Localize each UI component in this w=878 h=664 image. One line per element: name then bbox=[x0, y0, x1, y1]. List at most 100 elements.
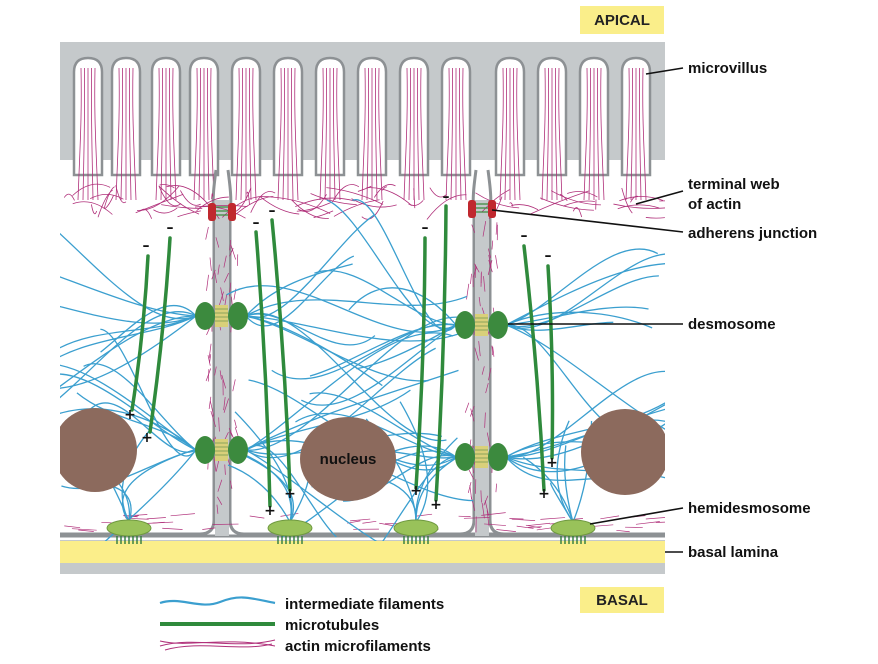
actin-bundle bbox=[332, 67, 336, 201]
actin-bundle bbox=[512, 67, 516, 201]
actin-filament bbox=[90, 193, 124, 200]
actin-filament bbox=[413, 188, 416, 209]
microvilli bbox=[72, 56, 652, 201]
actin-bundle bbox=[155, 67, 160, 201]
actin-bundle bbox=[408, 67, 412, 201]
legend-label-microtubules: microtubules bbox=[285, 617, 379, 634]
actin-bundle bbox=[558, 67, 563, 201]
actin-bundle bbox=[90, 67, 94, 201]
actin-bundle bbox=[282, 67, 286, 201]
actin-bundle bbox=[416, 67, 420, 201]
actin-filament bbox=[509, 202, 514, 207]
apical-tag-bg bbox=[580, 6, 664, 34]
legend-label-actin: actin microfilaments bbox=[285, 638, 431, 655]
actin-bundle bbox=[235, 67, 240, 201]
actin-bundle bbox=[252, 67, 257, 201]
actin-filament bbox=[214, 366, 217, 376]
intermediate-filament bbox=[522, 456, 574, 523]
actin-filament bbox=[210, 400, 215, 417]
microvillus-leader bbox=[645, 67, 684, 75]
basal-lamina bbox=[60, 541, 665, 563]
plus-sign: + bbox=[410, 483, 422, 499]
actin-bundle bbox=[378, 67, 383, 201]
actin-filament bbox=[272, 196, 331, 214]
actin-filament bbox=[78, 529, 94, 532]
terminal-web-label-line1: terminal web bbox=[688, 176, 780, 193]
actin-filament bbox=[63, 193, 75, 201]
actin-filament bbox=[483, 495, 489, 506]
actin-filament bbox=[472, 266, 478, 278]
intermediate-filament bbox=[505, 275, 659, 328]
basal-lamina-label: basal lamina bbox=[688, 544, 779, 561]
actin-filament bbox=[140, 208, 153, 219]
intermediate-filament bbox=[564, 445, 574, 523]
actin-filament bbox=[550, 190, 601, 206]
intermediate-filament bbox=[356, 456, 457, 574]
desmosome-left-lower bbox=[195, 436, 248, 464]
intermediate-filament bbox=[60, 305, 197, 324]
actin-filament bbox=[539, 197, 594, 211]
actin-filament bbox=[202, 527, 216, 530]
actin-filament bbox=[217, 264, 220, 275]
actin-filament bbox=[162, 527, 183, 530]
actin-filament bbox=[105, 195, 114, 209]
adherens-junction-label: adherens junction bbox=[688, 225, 817, 242]
actin-filament bbox=[224, 464, 226, 475]
actin-filament bbox=[232, 379, 236, 392]
actin-filament bbox=[210, 410, 216, 428]
actin-filament bbox=[366, 187, 413, 206]
actin-filament bbox=[483, 276, 486, 292]
actin-filament bbox=[215, 237, 220, 248]
intermediate-filament bbox=[60, 311, 197, 399]
actin-filament bbox=[468, 469, 475, 480]
actin-filament bbox=[213, 456, 217, 472]
minus-sign: – bbox=[422, 220, 429, 236]
actin-filament bbox=[471, 224, 475, 233]
actin-filament bbox=[326, 187, 384, 205]
minus-sign: – bbox=[143, 238, 150, 254]
intermediate-filament bbox=[60, 364, 197, 451]
cell-boundary-left-b bbox=[226, 169, 665, 536]
actin-filament bbox=[488, 259, 493, 273]
actin-bundle bbox=[168, 67, 172, 201]
hemidesmosome-1 bbox=[106, 519, 152, 544]
actin-bundle bbox=[336, 67, 341, 201]
microtubule bbox=[414, 236, 427, 490]
intercellular-space-left bbox=[215, 200, 229, 536]
actin-filament bbox=[229, 239, 232, 251]
actin-bundle bbox=[445, 67, 450, 201]
actin-filament bbox=[659, 200, 665, 202]
actin-filament bbox=[221, 374, 227, 389]
actin-bundle bbox=[240, 67, 244, 201]
terminal-web-label-line2: of actin bbox=[688, 196, 741, 213]
intermediate-filament bbox=[245, 332, 454, 451]
desmosome-label: desmosome bbox=[688, 316, 776, 333]
actin-filament bbox=[527, 522, 551, 526]
actin-filament bbox=[529, 190, 590, 215]
legend: intermediate filaments microtubules acti… bbox=[159, 596, 444, 655]
intermediate-filament bbox=[245, 315, 476, 342]
intermediate-filament bbox=[309, 323, 457, 377]
actin-filament bbox=[655, 521, 665, 523]
actin-bundle bbox=[546, 67, 550, 201]
actin-bundle bbox=[638, 67, 642, 201]
intermediate-filament bbox=[326, 199, 457, 329]
actin-bundle bbox=[374, 67, 378, 201]
hemidesmosome-3 bbox=[393, 519, 439, 544]
microtubule bbox=[254, 230, 272, 508]
legend-label-intermediate: intermediate filaments bbox=[285, 596, 444, 613]
actin-filament bbox=[234, 419, 237, 428]
actin-filament bbox=[484, 412, 486, 428]
actin-filament bbox=[527, 526, 542, 528]
actin-filament bbox=[481, 502, 485, 519]
actin-filament bbox=[487, 248, 491, 258]
actin-filament bbox=[295, 197, 355, 208]
actin-filament bbox=[481, 366, 485, 375]
actin-bundle bbox=[193, 67, 198, 201]
actin-filament bbox=[480, 490, 482, 503]
actin-bundle bbox=[128, 67, 132, 201]
microtubule bbox=[522, 244, 546, 492]
actin-bundle bbox=[516, 67, 521, 201]
actin-filament bbox=[470, 496, 476, 512]
minus-sign: – bbox=[253, 215, 260, 231]
